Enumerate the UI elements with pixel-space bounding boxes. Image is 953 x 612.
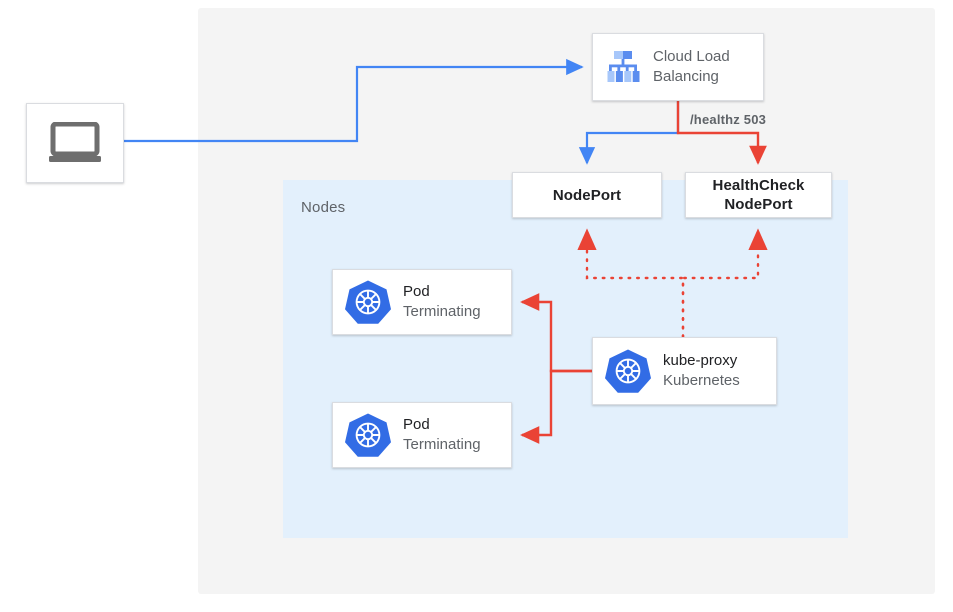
nodeport-label: NodePort bbox=[552, 186, 622, 204]
kube-proxy-title: kube-proxy bbox=[663, 352, 738, 369]
nodeport-card[interactable]: NodePort bbox=[512, 172, 662, 218]
pod-1-title: Pod bbox=[403, 283, 430, 300]
kubernetes-icon bbox=[345, 280, 391, 324]
cloud-load-balancing-label: Cloud Load Balancing bbox=[653, 47, 730, 87]
pod-2-status: Terminating bbox=[403, 436, 481, 453]
healthcheck-nodeport-card[interactable]: HealthCheck NodePort bbox=[685, 172, 832, 218]
clb-title-line1: Cloud Load bbox=[653, 48, 730, 65]
healthz-edge-label: /healthz 503 bbox=[690, 112, 767, 127]
laptop-icon bbox=[49, 122, 101, 162]
kube-proxy-card[interactable]: kube-proxy Kubernetes bbox=[592, 337, 777, 405]
pod-2-title: Pod bbox=[403, 416, 430, 433]
pod-2-text: Pod Terminating bbox=[403, 415, 481, 455]
hc-line1: HealthCheck bbox=[712, 177, 805, 194]
kube-proxy-text: kube-proxy Kubernetes bbox=[663, 351, 740, 391]
pod-1-status: Terminating bbox=[403, 303, 481, 320]
nodes-region-label: Nodes bbox=[301, 199, 346, 216]
cloud-load-balancing-card[interactable]: Cloud Load Balancing bbox=[592, 33, 764, 101]
clb-title-line2: Balancing bbox=[653, 68, 719, 85]
healthcheck-nodeport-label: HealthCheck NodePort bbox=[713, 176, 805, 214]
pod-terminating-1-card[interactable]: Pod Terminating bbox=[332, 269, 512, 335]
kube-proxy-subtitle: Kubernetes bbox=[663, 372, 740, 389]
pod-1-text: Pod Terminating bbox=[403, 282, 481, 322]
pod-terminating-2-card[interactable]: Pod Terminating bbox=[332, 402, 512, 468]
kubernetes-icon bbox=[345, 413, 391, 457]
client-device-card[interactable] bbox=[26, 103, 124, 183]
kubernetes-icon bbox=[605, 349, 651, 393]
hc-line2: NodePort bbox=[724, 196, 793, 213]
load-balancer-icon bbox=[607, 51, 640, 82]
